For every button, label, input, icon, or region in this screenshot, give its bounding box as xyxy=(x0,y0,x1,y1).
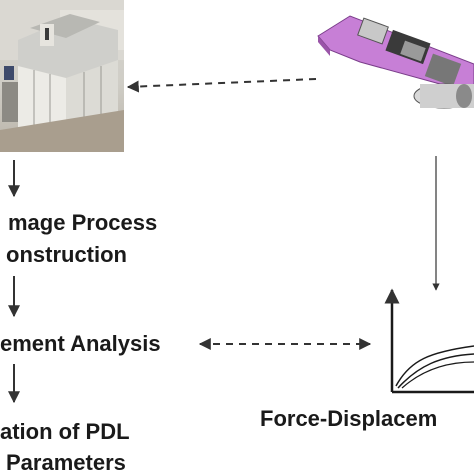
image-process-label-line1: mage Process xyxy=(8,210,158,235)
loading-curve xyxy=(395,345,474,387)
analysis-label: ement Analysis xyxy=(0,331,161,356)
force-displacement-plot xyxy=(384,288,474,394)
unloading-curve xyxy=(397,353,474,389)
force-displacement-label: Force-Displacem xyxy=(260,406,438,431)
loop-curve xyxy=(401,361,474,389)
dashed-arrow-fixture-to-scanner xyxy=(126,78,317,93)
micro-ct-scanner-photo xyxy=(0,0,124,152)
pdl-label-line2: Parameters xyxy=(6,450,126,475)
loading-fixture-render xyxy=(317,15,474,109)
pdl-label-line1: ation of PDL xyxy=(0,419,130,444)
image-process-label-line2: onstruction xyxy=(6,242,127,267)
